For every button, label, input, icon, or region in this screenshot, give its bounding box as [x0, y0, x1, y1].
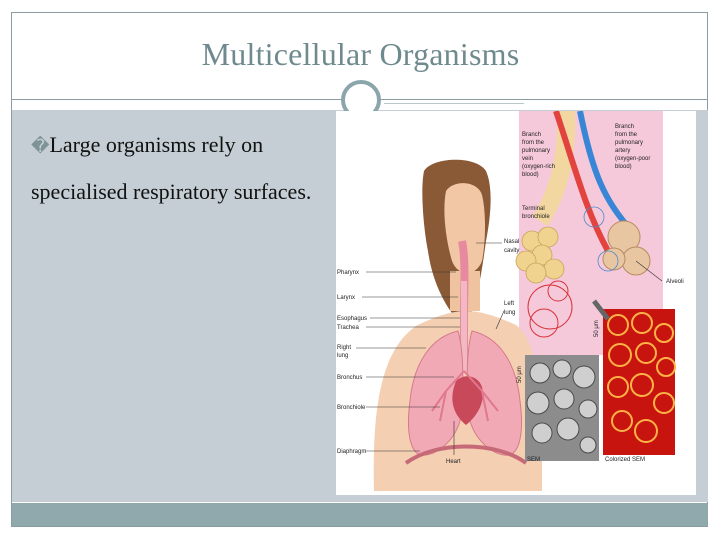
label-pharynx: Pharynx: [337, 270, 359, 276]
label-bronchiole-inset: bronchiole: [522, 214, 550, 220]
left-lung-leader: [495, 310, 505, 330]
capillary-net: [527, 280, 573, 338]
title-divider-accent: [384, 103, 524, 104]
diaphragm-shape: [404, 444, 528, 465]
label-colorized-sem: Colorized SEM: [605, 457, 645, 463]
capillary-net-blue: [583, 206, 619, 272]
sem-texture: [526, 359, 598, 454]
label-right: Right: [337, 345, 351, 351]
label-bronchiole: Bronchiole: [337, 405, 366, 411]
label-bronchus: Bronchus: [337, 375, 362, 381]
alveoli-cluster: [515, 226, 565, 284]
face-shape: [444, 183, 485, 273]
inset-label-artery-2: from the: [615, 132, 638, 138]
colorized-sem-texture: [607, 312, 676, 443]
label-terminal: Terminal: [522, 206, 545, 212]
inset-label-artery-5: (oxygen-poor: [615, 156, 650, 162]
inset-label-vein-1: Branch: [522, 132, 541, 138]
label-cavity: cavity: [504, 248, 519, 254]
bronchial-tree: [431, 370, 499, 422]
heart-shape: [452, 376, 483, 425]
inset-label-vein-4: vein: [522, 156, 533, 162]
respiratory-illustration: Pharynx Larynx Esophagus Trachea Right l…: [337, 111, 684, 491]
bullet-icon: �: [31, 136, 50, 157]
alveoli-leader: [635, 260, 663, 282]
pulmonary-vein: [553, 111, 611, 253]
label-alveoli: Alveoli: [666, 279, 684, 285]
inset-label-artery-1: Branch: [615, 124, 634, 130]
label-larynx: Larynx: [337, 295, 355, 301]
respiratory-system-figure: Pharynx Larynx Esophagus Trachea Right l…: [336, 111, 696, 495]
bullet-point: �Large organisms rely on specialised res…: [31, 122, 331, 214]
inset-label-artery-4: artery: [615, 148, 630, 154]
label-trachea: Trachea: [337, 325, 359, 331]
label-lung: lung: [337, 353, 348, 359]
scale-label-colorized: 50 μm: [594, 320, 600, 337]
inset-label-vein-6: blood): [522, 172, 539, 178]
footer-bar: [12, 503, 708, 526]
inset-label-vein-5: (oxygen-rich: [522, 164, 555, 170]
label-esophagus: Esophagus: [337, 316, 367, 322]
bronchiole-tube: [532, 111, 576, 226]
colorized-sem-image: [603, 309, 675, 455]
label-left-lung: lung: [504, 310, 515, 316]
inset-label-artery-6: blood): [615, 164, 632, 170]
slide-title: Multicellular Organisms: [201, 36, 520, 72]
label-diaphragm: Diaphragm: [337, 449, 366, 455]
zoom-arrow: [592, 299, 610, 321]
inset-label-artery-3: pulmonary: [615, 140, 643, 146]
left-label-group: Pharynx Larynx Esophagus Trachea Right l…: [337, 270, 460, 455]
label-nasal: Nasal: [504, 239, 519, 245]
label-heart: Heart: [446, 459, 461, 465]
inset-label-vein-3: pulmonary: [522, 148, 550, 154]
inset-label-vein-2: from the: [522, 140, 545, 146]
bullet-text: Large organisms rely on specialised resp…: [31, 132, 312, 204]
scale-label-sem: 50 μm: [517, 366, 523, 383]
label-left: Left: [504, 301, 514, 307]
label-sem: SEM: [527, 457, 540, 463]
